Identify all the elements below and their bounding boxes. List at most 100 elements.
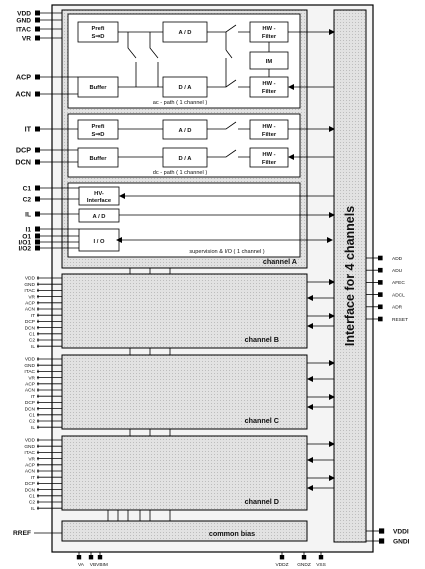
pin-pad [35,74,40,80]
pin-label-c2: C2 [29,419,35,425]
svg-text:D / A: D / A [179,156,193,162]
pin-pad [35,35,40,41]
svg-text:HW -: HW - [262,26,275,32]
pin-label-dcp: DCP [16,145,31,154]
pin-pad [35,159,40,165]
pin-label-add: ADD [392,256,403,262]
pin-label-acp: ACP [16,72,31,81]
pin-pad [378,267,383,273]
pin-label-c1: C1 [29,413,35,419]
pin-label-c1: C1 [29,494,35,500]
pin-label-itac: ITAC [24,288,35,294]
svg-text:A / D: A / D [179,128,192,134]
pin-label-dcn: DCN [25,406,36,412]
pin-label-vdd: VDD [25,438,36,444]
pin-label-c2: C2 [29,338,35,344]
svg-text:A / D: A / D [93,214,106,220]
dc-path-block: Prefi S⇒D A / D Buffer D / A HW - Filter… [67,113,301,178]
pin-label-reset: RESET [392,317,408,323]
pin-pad [378,316,383,322]
pin-pad [318,555,324,560]
pin-pad [279,555,285,560]
pin-label-acn: ACN [15,89,31,98]
pin-pad [301,555,307,560]
pin-label-gnd: GND [16,17,31,24]
pin-label-dcn: DCN [15,157,31,166]
pin-label-vr: VR [28,456,35,462]
pin-label-acp: ACP [25,382,35,388]
pin-label-o1: O1 [22,233,31,240]
pin-label-dcn: DCN [25,325,36,331]
pin-label-adr: ADR [392,305,403,311]
pin-label-va: VA [78,562,85,568]
pin-label-acp: ACP [25,301,35,307]
svg-text:Filter: Filter [262,132,277,138]
channel-a-interface-arrows [116,29,335,243]
pin-label-it: IT [31,394,35,400]
pin-label-i-o2: I/O2 [19,245,32,252]
svg-text:Buffer: Buffer [89,85,107,91]
pin-pad [76,555,82,560]
supervision-caption: supervision & I/O ( 1 channel ) [189,249,264,255]
pin-pad [35,91,40,97]
ad-converter-block [162,119,208,140]
pin-label-adu: ADU [392,268,403,274]
pin-pad [35,233,40,239]
svg-text:IM: IM [266,59,273,65]
interface-block [333,9,367,543]
buffer-block [77,147,119,168]
svg-text:Filter: Filter [262,160,277,166]
svg-text:I / O: I / O [94,239,105,245]
channel-b-block [61,273,308,349]
prefilter-block [77,119,119,140]
pin-pad [35,185,40,191]
ad-converter-block [78,208,120,223]
pin-pad [35,245,40,251]
pin-pad [378,292,383,297]
svg-text:S⇒D: S⇒D [92,34,105,40]
svg-text:HW -: HW - [262,152,275,158]
pin-label-vdd: VDD [17,10,31,17]
pin-label-gnd: GND [24,282,35,288]
pin-label-vbim: VBIM [96,562,108,568]
common-bias-block [61,520,308,542]
svg-text:A / D: A / D [179,30,192,36]
pin-pad [35,211,40,217]
pin-label-acp: ACP [25,463,35,469]
svg-text:HW -: HW - [262,81,275,87]
pin-label-dcp: DCP [25,319,35,325]
svg-text:Prefi: Prefi [92,26,105,32]
pin-label-vr: VR [28,375,35,381]
channel-b-label: channel B [245,335,279,344]
pin-label-vr: VR [28,294,35,300]
pin-pad [379,538,385,544]
pin-label-c2: C2 [23,196,32,203]
pin-label-acn: ACN [25,307,36,313]
pin-label-il: IL [31,506,35,512]
svg-text:Filter: Filter [262,34,277,40]
hw-filter-block [249,119,289,140]
supervision-block: HV- Interface A / D I / O supervision & … [67,182,301,258]
pin-pad [35,26,40,32]
pin-label-itac: ITAC [24,369,35,375]
pin-pad [35,10,40,16]
interface-label: Interface for 4 channels [343,206,357,346]
pin-pad [35,196,40,202]
pin-pad [35,147,40,153]
dc-path-caption: dc - path ( 1 channel ) [153,170,208,176]
pin-label-il: IL [25,211,31,218]
pin-label-il: IL [31,425,35,431]
common-bias-label: common bias [209,529,255,538]
pin-label-adcl: ADCL [392,292,405,298]
pin-label-rref: RREF [13,530,31,537]
pin-label-dcn: DCN [25,487,36,493]
svg-text:Interface: Interface [87,198,112,204]
pin-label-afec: AFEC [392,280,405,286]
pin-pad [88,555,94,560]
channel-c-label: channel C [245,416,279,425]
pin-pad [35,17,40,23]
pin-label-vddi: VDDI [393,528,409,535]
svg-text:Prefi: Prefi [92,124,105,130]
pin-label-i-o1: I/O1 [19,239,32,246]
